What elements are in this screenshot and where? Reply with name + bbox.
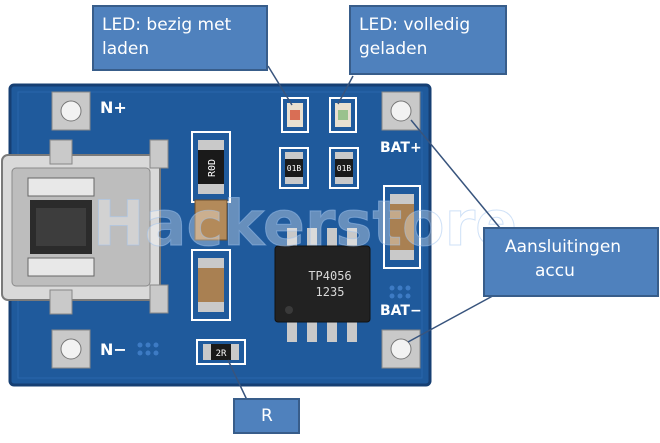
tp4056-chip: TP4056 1235 (274, 228, 371, 342)
label-in-minus: N− (100, 340, 127, 359)
callout-led-charging-line2: laden (102, 39, 150, 59)
led-charged (329, 97, 357, 133)
svg-text:01B: 01B (287, 164, 302, 173)
led-charging (281, 97, 309, 133)
vias (137, 285, 411, 356)
svg-text:R0D: R0D (207, 159, 218, 177)
svg-text:01B: 01B (337, 164, 352, 173)
ic-marking-1: TP4056 (308, 269, 351, 283)
callout-battery-line1: Aansluitingen (505, 237, 622, 257)
callout-battery: Aansluitingen accu (483, 227, 659, 297)
led-resistor-right: 01B (329, 147, 359, 189)
mount-hole-bottom-left (51, 329, 91, 369)
ic-marking-2: 1235 (316, 285, 345, 299)
capacitor-bottom (191, 249, 231, 321)
mount-hole-top-right (381, 91, 421, 131)
led-resistor-left: 01B (279, 147, 309, 189)
watermark: Hackerstore (93, 187, 517, 260)
label-bat-minus: BAT− (380, 303, 422, 319)
program-resistor: 2R (196, 339, 246, 365)
usb-connector (1, 139, 169, 315)
callout-battery-line2: accu (535, 261, 575, 281)
leader-lines (227, 65, 501, 401)
callout-led-charged-line1: LED: volledig (359, 15, 471, 35)
mount-hole-top-left (51, 91, 91, 131)
capacitor-right (383, 185, 421, 269)
callout-led-charging: LED: bezig met laden (92, 5, 268, 71)
label-in-plus: N+ (100, 98, 127, 117)
callout-led-charged-line2: geladen (359, 39, 428, 59)
callout-led-charged: LED: volledig geladen (349, 5, 507, 75)
callout-led-charging-line1: LED: bezig met (102, 15, 232, 35)
current-sense-resistor: R0D (191, 131, 231, 203)
capacitor-top (194, 199, 228, 241)
mount-hole-bottom-right (381, 329, 421, 369)
callout-resistor: R (233, 398, 300, 434)
callout-resistor-line1: R (261, 406, 273, 426)
label-bat-plus: BAT+ (380, 140, 422, 156)
svg-text:2R: 2R (216, 349, 227, 359)
